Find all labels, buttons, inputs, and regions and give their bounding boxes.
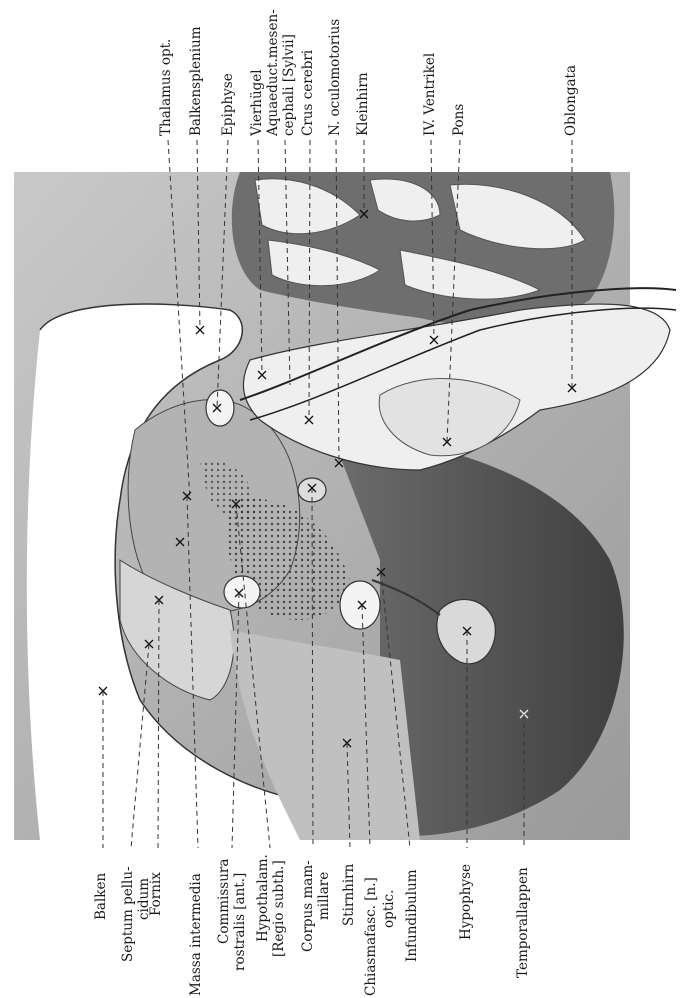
label-hypothalam-line1: Hypothalam.: [256, 854, 271, 942]
label-stirnhirn: Stirnhirn: [342, 864, 357, 926]
label-commissura-line1: Commissura: [217, 859, 232, 944]
label-oblongata: Oblongata: [564, 65, 579, 136]
label-iv-ventrikel: IV. Ventrikel: [423, 53, 438, 136]
label-temporallappen: Temporallappen: [516, 867, 531, 978]
label-infundibulum: Infundibulum: [405, 869, 420, 962]
label-hypophyse: Hypophyse: [459, 864, 474, 940]
label-commissura-line2: rostralis [ant.]: [233, 873, 248, 971]
label-fornix: Fornix: [149, 872, 164, 916]
label-balkensplenium: Balkensplenium: [189, 26, 204, 136]
label-epiphyse: Epiphyse: [221, 73, 236, 136]
label-balken: Balken: [94, 873, 109, 920]
label-corpus-mamillare-line1: Corpus mam-: [301, 860, 316, 952]
label-pons: Pons: [452, 104, 467, 136]
epiphyse-structure: [206, 390, 234, 426]
label-thalamus-opt: Thalamus opt.: [159, 39, 174, 136]
commissura-structure: [224, 576, 260, 608]
label-hypothalam-line2: [Regio subth.]: [272, 860, 287, 957]
label-septum-line1: Septum pellu-: [121, 866, 136, 962]
label-corpus-mamillare-line2: millare: [317, 872, 332, 920]
label-massa-intermedia: Massa intermedia: [189, 873, 204, 996]
chiasma-structure: [340, 581, 380, 629]
label-crus-cerebri: Crus cerebri: [301, 50, 316, 136]
label-aquaeduct-line1: Aquaeduct.mesen-: [266, 9, 281, 136]
label-chiasma-line2: optic.: [382, 890, 397, 928]
label-vierhuegel: Vierhügel: [250, 69, 265, 136]
label-n-oculomotorius: N. oculomotorius: [328, 19, 343, 136]
label-aquaeduct-line2: cephali [Sylvii]: [282, 34, 297, 136]
label-chiasma-line1: Chiasmafasc. [n.]: [364, 877, 379, 996]
label-kleinhirn: Kleinhirn: [356, 72, 371, 136]
